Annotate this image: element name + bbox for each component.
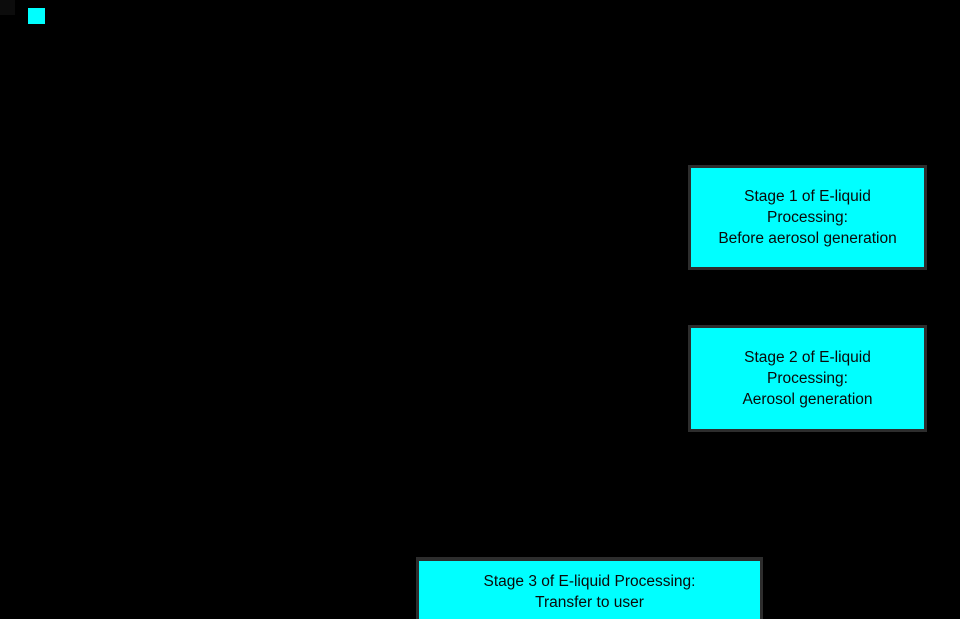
- stage-2-line-3: Aerosol generation: [742, 391, 873, 408]
- stage-1-line-3: Before aerosol generation: [718, 230, 897, 247]
- stage-2-box: Stage 2 of E-liquid Processing: Aerosol …: [688, 325, 927, 432]
- corner-dark-square: [0, 0, 15, 15]
- stage-1-line-1: Stage 1 of E-liquid: [744, 188, 871, 205]
- stage-3-line-1: Stage 3 of E-liquid Processing:: [483, 572, 696, 590]
- stage-3-box: Stage 3 of E-liquid Processing: Transfer…: [416, 557, 763, 619]
- legend-swatch-cyan: [28, 8, 45, 24]
- stage-1-line-2: Processing:: [767, 209, 848, 226]
- stage-3-line-2: Transfer to user: [535, 593, 644, 611]
- stage-2-line-2: Processing:: [767, 370, 848, 387]
- stage-2-line-1: Stage 2 of E-liquid: [744, 349, 871, 366]
- stage-1-box: Stage 1 of E-liquid Processing: Before a…: [688, 165, 927, 270]
